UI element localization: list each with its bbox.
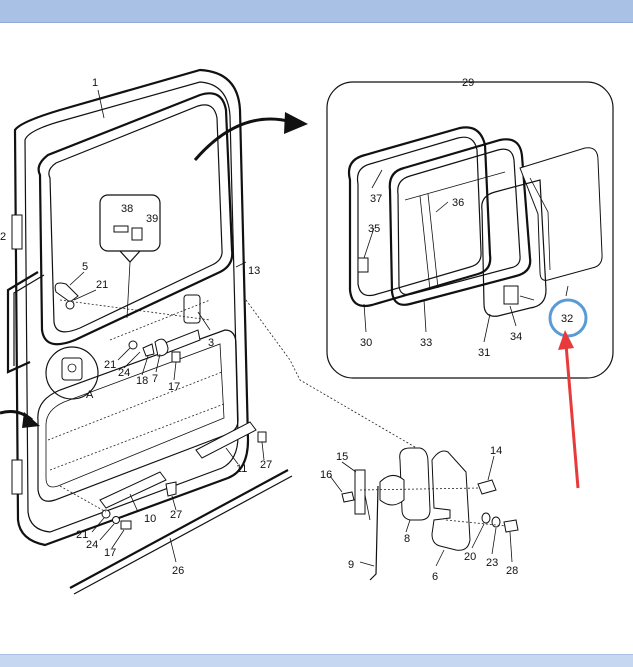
label-28: 28 <box>506 565 518 577</box>
label-24b: 24 <box>86 539 98 551</box>
callout-arrows <box>0 112 308 428</box>
label-30: 30 <box>360 337 372 349</box>
label-1: 1 <box>92 77 98 89</box>
label-26: 26 <box>172 565 184 577</box>
window-footer-bar <box>0 654 633 667</box>
label-3: 3 <box>208 337 214 349</box>
label-27b: 27 <box>170 509 182 521</box>
label-10: 10 <box>144 513 156 525</box>
label-34: 34 <box>510 331 522 343</box>
label-17a: 17 <box>168 381 180 393</box>
leader-lines-lock <box>329 455 513 567</box>
label-38: 38 <box>121 203 133 215</box>
label-31: 31 <box>478 347 490 359</box>
label-14: 14 <box>490 445 502 457</box>
label-32: 32 <box>561 313 573 325</box>
label-24a: 24 <box>118 367 130 379</box>
label-17b: 17 <box>104 547 116 559</box>
label-21b: 21 <box>104 359 116 371</box>
label-9: 9 <box>348 559 354 571</box>
label-37: 37 <box>370 193 382 205</box>
label-36: 36 <box>452 197 464 209</box>
label-33: 33 <box>420 337 432 349</box>
label-6: 6 <box>432 571 438 583</box>
label-16: 16 <box>320 469 332 481</box>
door-frame <box>6 68 250 547</box>
leader-lines-door <box>69 89 421 563</box>
parts-diagram: 1 2 38 39 13 5 21 3 21 24 18 7 17 A 11 2… <box>0 68 614 595</box>
label-11: 11 <box>236 463 247 475</box>
part-labels: 1 2 38 39 13 5 21 3 21 24 18 7 17 A 11 2… <box>0 77 573 583</box>
label-35: 35 <box>368 223 380 235</box>
label-7: 7 <box>152 373 158 385</box>
label-20: 20 <box>464 551 476 563</box>
door-parts <box>54 282 293 595</box>
label-29: 29 <box>462 77 474 89</box>
lock-assembly <box>341 447 519 581</box>
label-8: 8 <box>404 533 410 545</box>
label-21a: 21 <box>96 279 108 291</box>
leader-lines-inset <box>363 169 569 343</box>
window-inset-box <box>326 81 614 379</box>
label-18: 18 <box>136 375 148 387</box>
label-39: 39 <box>146 213 158 225</box>
detail-bubble-38-39 <box>99 194 161 319</box>
label-13: 13 <box>248 265 260 277</box>
label-2: 2 <box>0 231 6 243</box>
label-27a: 27 <box>260 459 272 471</box>
window-header-bar <box>0 0 633 23</box>
label-5: 5 <box>82 261 88 273</box>
label-23: 23 <box>486 557 498 569</box>
label-21c: 21 <box>76 529 88 541</box>
red-arrow <box>558 330 580 489</box>
label-15: 15 <box>336 451 348 463</box>
detail-a <box>45 346 99 400</box>
label-A: A <box>86 389 94 401</box>
